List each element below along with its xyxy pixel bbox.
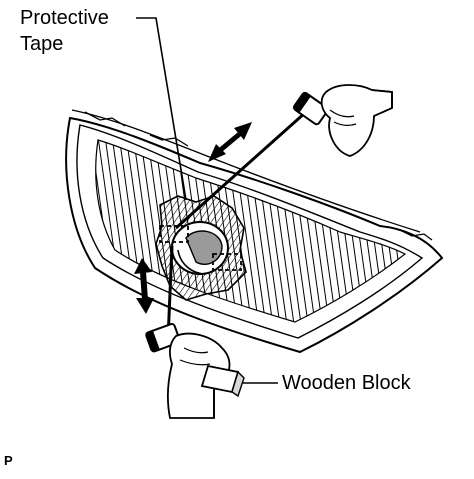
wooden-block: [200, 364, 245, 398]
clip-marker-upper: [159, 225, 189, 243]
tape-leader-line: [136, 17, 187, 201]
radiator-grille: [65, 109, 444, 354]
lower-hand-with-tool: [145, 245, 245, 419]
protective-tape-label-line2: Tape: [20, 33, 64, 55]
emblem: [171, 221, 229, 275]
upper-hand-with-tool: [175, 84, 393, 230]
move-arrow-diagonal: [208, 122, 252, 162]
move-arrow-vertical: [134, 258, 154, 314]
wooden-block-label: Wooden Block: [282, 372, 411, 394]
protective-tape-label-line1: Protective: [20, 7, 109, 29]
clip-marker-lower: [212, 253, 242, 271]
figure-code-label: P: [4, 453, 13, 468]
